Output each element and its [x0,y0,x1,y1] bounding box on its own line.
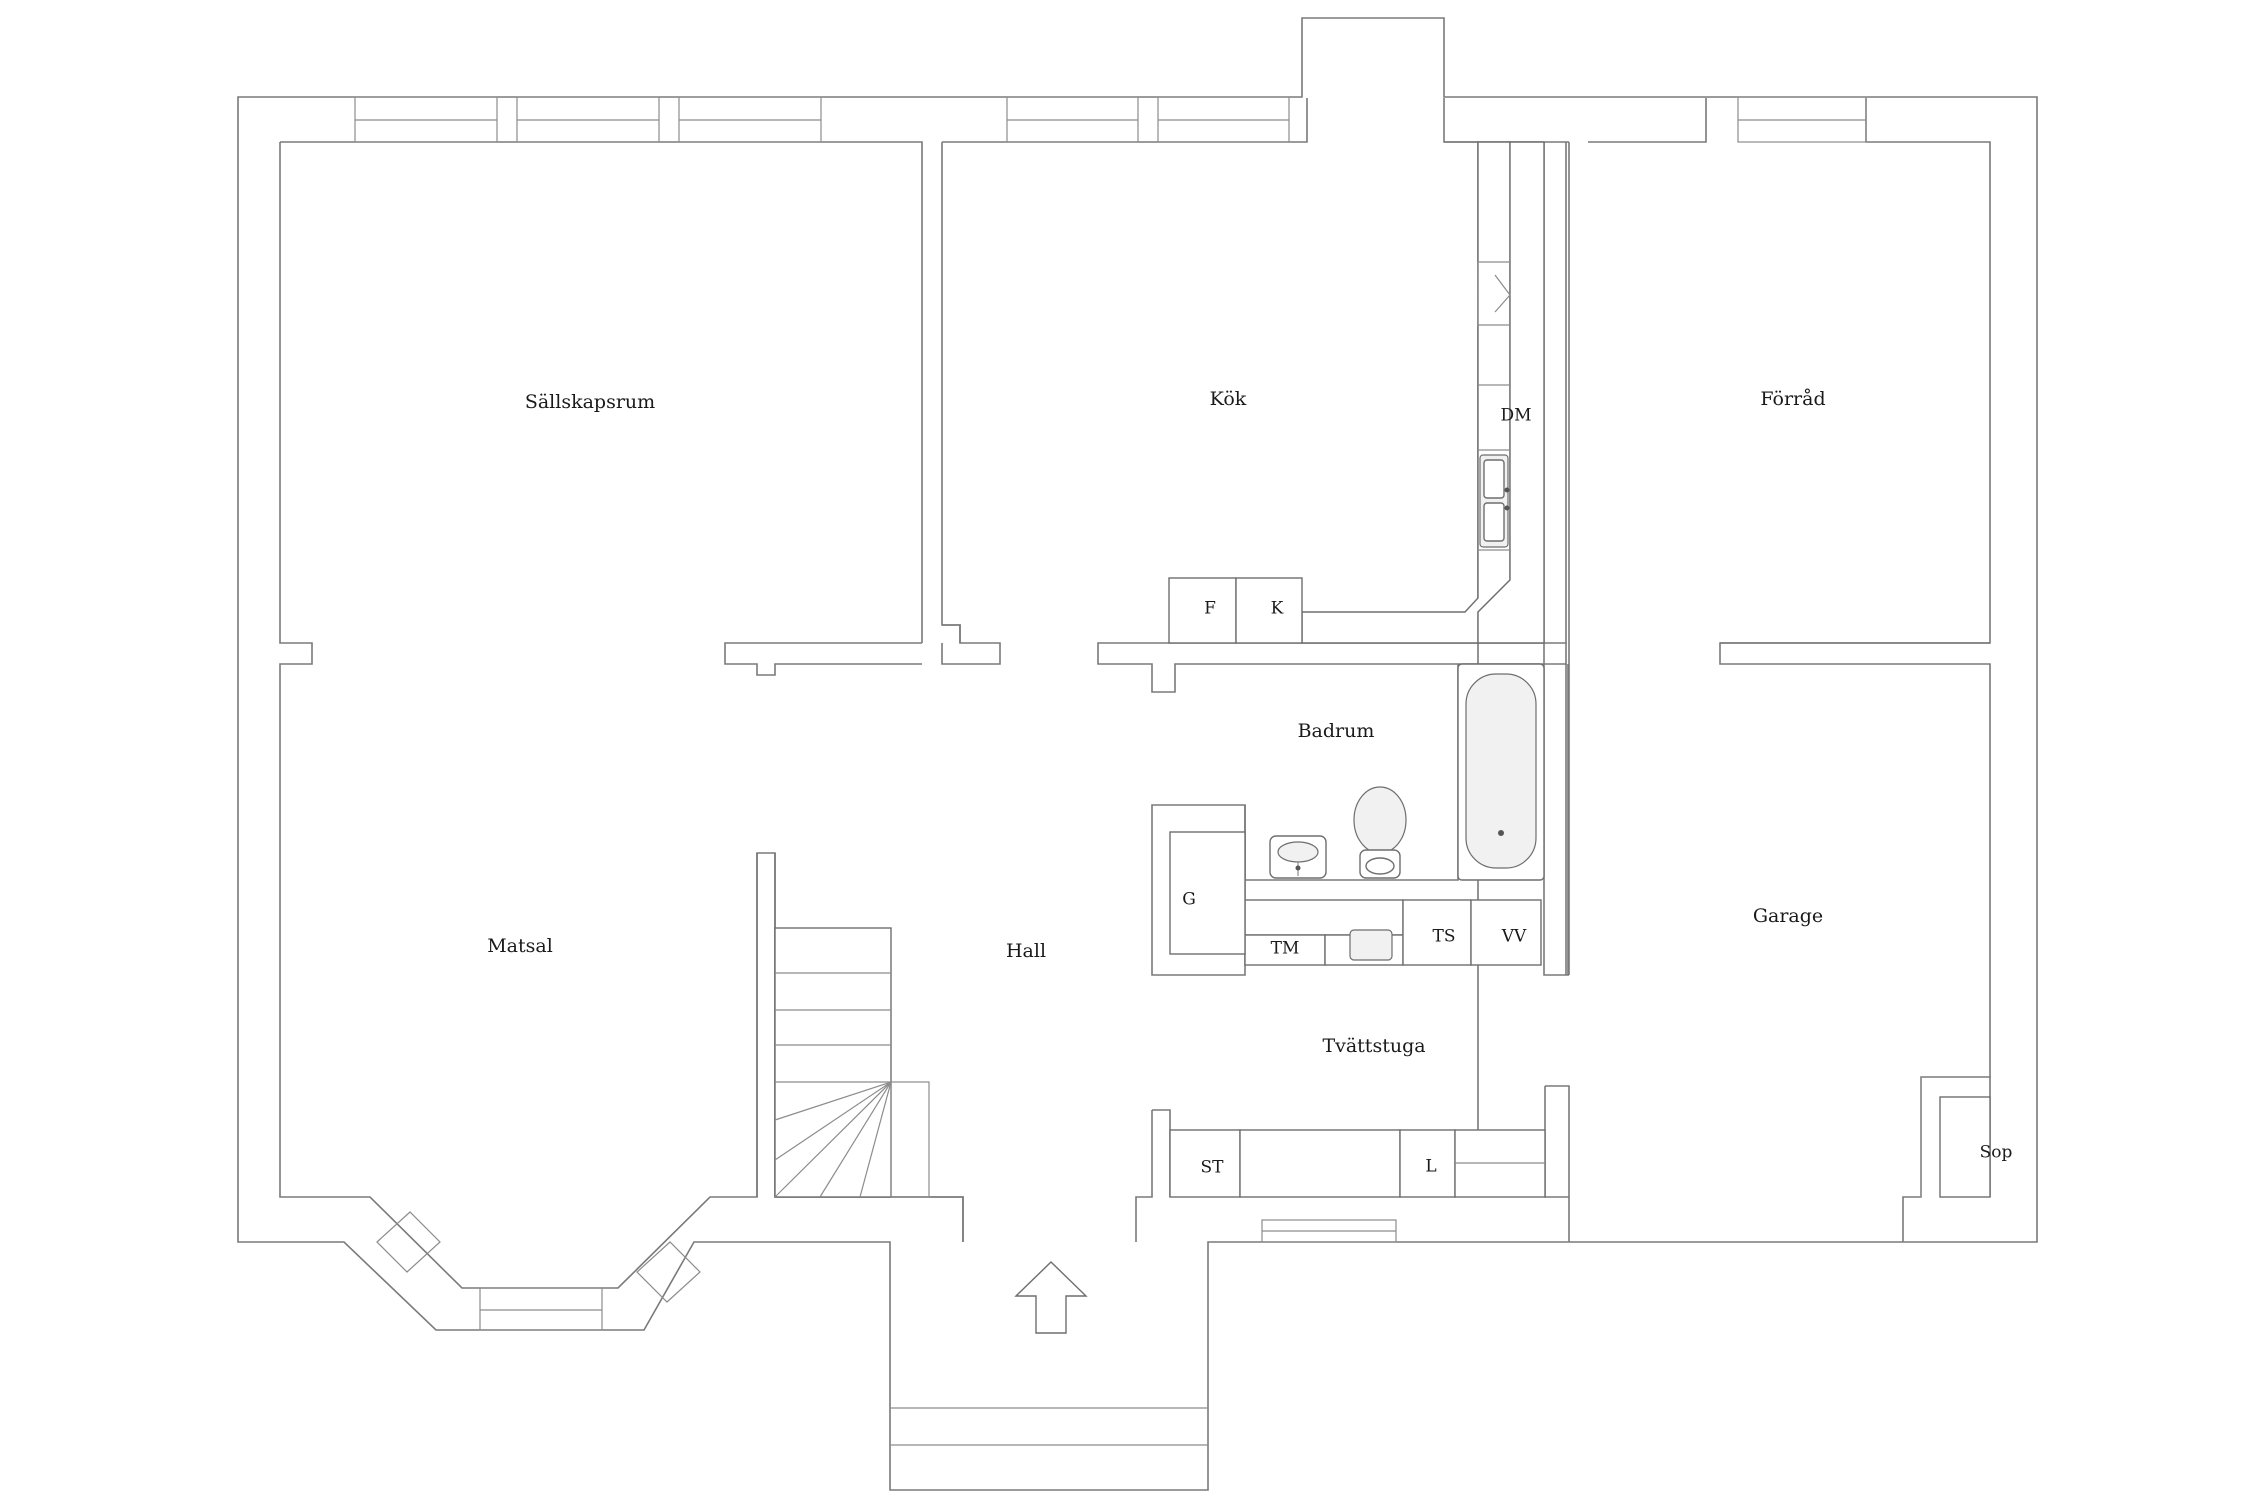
tvattstuga-counter [1169,1129,1546,1198]
bathtub-icon [1457,663,1545,881]
room-label-badrum: Badrum [1298,720,1375,742]
staircase-icon [774,927,930,1198]
room-label-kok: Kök [1210,388,1247,410]
entrance-steps [890,1407,1208,1446]
fixture-label-tm: TM [1271,939,1300,959]
fixture-label-ts: TS [1433,927,1456,947]
sop-cabinet [1939,1096,1991,1198]
washbasin-icon [1269,835,1327,879]
fixture-label-l: L [1425,1157,1436,1177]
outer-walls [237,17,2038,1491]
kitchen-sink-icon [1479,454,1510,548]
entrance-arrow-icon [1014,1261,1088,1334]
room-label-tvattstuga: Tvättstuga [1322,1035,1425,1057]
fixture-label-st: ST [1201,1158,1225,1178]
bathroom-fixtures [1244,663,1545,881]
room-label-sallskapsrum: Sällskapsrum [525,391,655,413]
windows [354,96,1867,1331]
fixture-label-sop: Sop [1980,1143,2013,1163]
kitchen-counter [1168,141,1545,644]
fixture-label-f: F [1204,599,1216,619]
interior-walls [724,142,1990,1242]
room-label-hall: Hall [1006,940,1046,962]
room-label-garage: Garage [1753,905,1823,927]
fixture-label-dm: DM [1500,406,1531,426]
fixture-label-k: K [1271,599,1284,619]
fixture-label-g: G [1182,890,1196,910]
room-label-matsal: Matsal [487,935,553,957]
fixture-label-vv: VV [1501,927,1527,947]
laundry-counter [1169,831,1542,966]
toilet-icon [1353,786,1407,879]
room-label-forrad: Förråd [1760,388,1825,410]
